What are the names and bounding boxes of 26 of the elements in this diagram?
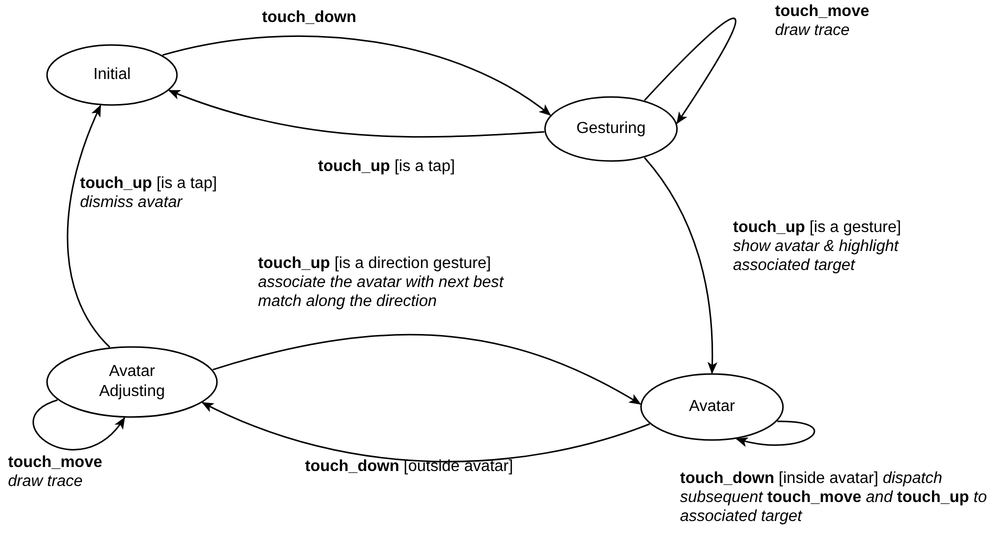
state-name: Initial [92, 65, 132, 85]
edge-label: touch_up [is a tap] [318, 157, 456, 176]
edge-label: touch_up [is a tap] dismiss avatar [80, 174, 218, 212]
self-loop-arrow [644, 18, 736, 124]
state-name: Gesturing [575, 119, 647, 139]
transition-arrow [212, 334, 642, 405]
transition-arrow [66, 104, 110, 348]
edge-label: touch_move draw trace [775, 2, 870, 40]
edge-label: touch_down [262, 8, 358, 27]
edge-label: touch_up [is a direction gesture] associate the avatar with next best match along the direction [258, 254, 505, 311]
self-loop-arrow [736, 420, 815, 446]
edge-label: touch_down [outside avatar] [305, 457, 514, 476]
edge-label: touch_up [is a gesture] show avatar & highlight associated target [733, 218, 902, 275]
state-ellipse [46, 346, 218, 418]
self-loop-arrow [32, 399, 126, 450]
edge-label: touch_move draw trace [8, 453, 104, 491]
transition-arrow [168, 90, 544, 138]
state-name: Avatar Adjusting [98, 362, 166, 402]
transition-arrow [644, 157, 718, 374]
state-ellipse [46, 44, 178, 106]
edge-label: touch_down [inside avatar] dispatch subsequent touch_move and touch_up to associated target [680, 469, 988, 526]
transition-arrow [202, 402, 650, 462]
state-ellipse [544, 96, 678, 162]
state-name: Avatar [688, 397, 736, 417]
transition-arrow [162, 35, 552, 116]
state-ellipse [640, 373, 784, 441]
